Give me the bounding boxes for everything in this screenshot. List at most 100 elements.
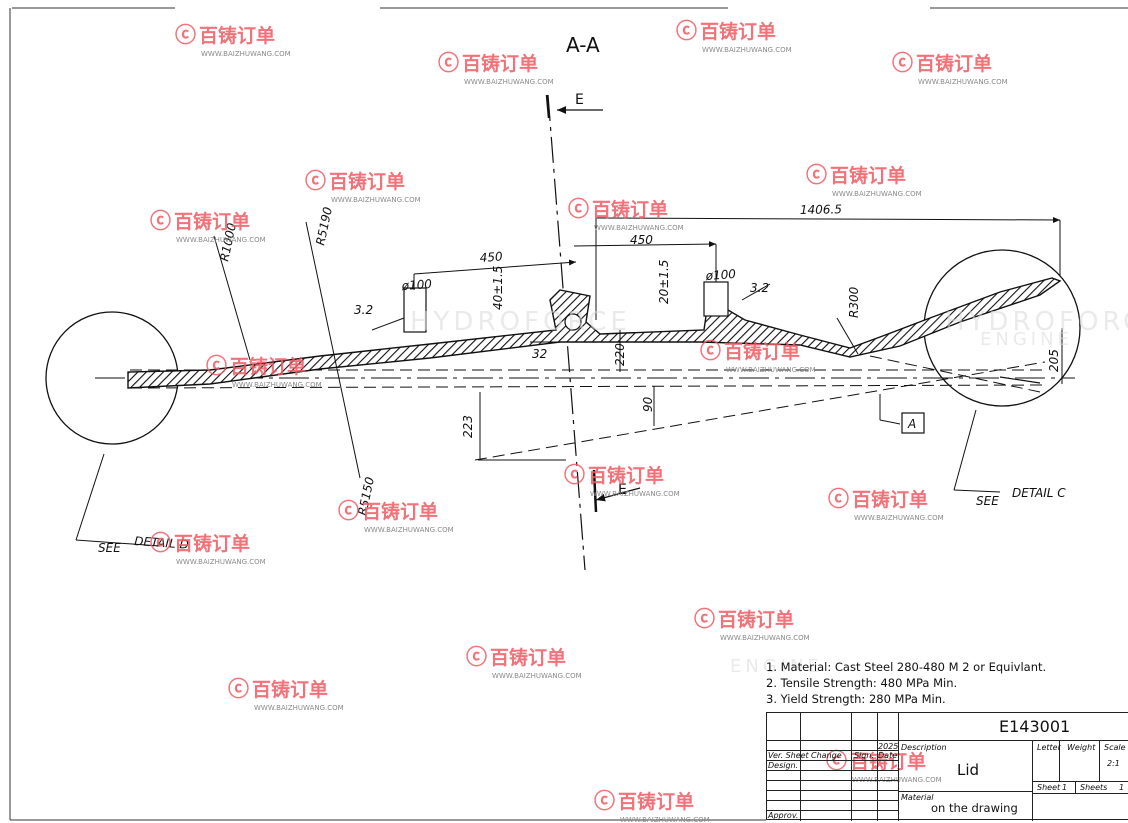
design-label: Design. [768, 761, 799, 770]
watermark-url: WWW.BAIZHUWANG.COM [702, 46, 792, 54]
watermark-url: WWW.BAIZHUWANG.COM [492, 672, 582, 680]
watermark-url: WWW.BAIZHUWANG.COM [726, 366, 816, 374]
watermark-url: WWW.BAIZHUWANG.COM [854, 514, 944, 522]
watermark-brand: 百铸订单 [230, 355, 306, 378]
material-label: Material [901, 793, 934, 802]
detail-d-see: SEE [98, 541, 121, 555]
watermark-logo-icon: ⓒ [828, 487, 849, 511]
sheet-label: Sheet [1037, 783, 1061, 792]
material-notes: 1. Material: Cast Steel 280-480 M 2 or E… [766, 659, 1046, 707]
note-yield: 3. Yield Strength: 280 MPa Min. [766, 692, 946, 706]
dim-width-32: 32 [532, 347, 547, 361]
watermark-logo-icon: ⓒ [206, 354, 227, 378]
watermark-logo-icon: ⓒ [568, 197, 589, 221]
sheets-value: 1 [1119, 783, 1125, 792]
watermark-brand: 百铸订单 [462, 52, 538, 75]
lid-section-hatched [127, 277, 1062, 389]
letter-label: Letter [1037, 743, 1061, 752]
drawing-number: E143001 [999, 717, 1071, 736]
watermark-logo-icon: ⓒ [228, 677, 249, 701]
watermark-brand: 百铸订单 [252, 678, 328, 701]
ver-sheet-label: Ver. Sheet [768, 751, 809, 760]
watermark-brand: 百铸订单 [199, 24, 275, 47]
material-value: on the drawing [931, 801, 1018, 815]
watermark-brand: 百铸订单 [830, 164, 906, 187]
detail-leaders [75, 409, 1001, 547]
watermark-brand: 百铸订单 [362, 500, 438, 523]
dim-hole-right: ø100 [704, 267, 737, 283]
watermark-logo-icon: ⓒ [826, 749, 847, 773]
watermark-logo-icon: ⓒ [305, 169, 326, 193]
section-title: A-A [566, 33, 600, 57]
dim-hole-left: ø100 [400, 277, 433, 293]
year-label: 2025 [878, 742, 899, 751]
watermark-logo-icon: ⓒ [564, 463, 585, 487]
title-block: E143001 Ver. Sheet Change Sign. 2025 Dat… [766, 712, 1128, 821]
watermark-logo-icon: ⓒ [150, 531, 171, 555]
watermark-brand: 百铸订单 [916, 52, 992, 75]
sheets-label: Sheets [1080, 783, 1108, 792]
watermark-url: WWW.BAIZHUWANG.COM [594, 224, 684, 232]
watermark-faint-text: ENGINE [980, 329, 1073, 350]
radius-r5190: R5190 [313, 205, 335, 246]
date-label: Date [878, 751, 898, 760]
watermark-url: WWW.BAIZHUWANG.COM [720, 634, 810, 642]
watermark-url: WWW.BAIZHUWANG.COM [832, 190, 922, 198]
watermark-url: WWW.BAIZHUWANG.COM [176, 236, 266, 244]
watermark-url: WWW.BAIZHUWANG.COM [918, 78, 1008, 86]
watermark-brand: 百铸订单 [852, 488, 928, 511]
watermark-logo-icon: ⓒ [594, 789, 615, 813]
watermark-logo-icon: ⓒ [676, 19, 697, 43]
watermark-brand: 百铸订单 [174, 532, 250, 555]
dim-height-205: 205 [1047, 349, 1061, 372]
boss-left [403, 287, 427, 333]
watermark-brand: 百铸订单 [174, 210, 250, 233]
watermark-url: WWW.BAIZHUWANG.COM [590, 490, 680, 498]
watermark-url: WWW.BAIZHUWANG.COM [364, 526, 454, 534]
watermark-logo-icon: ⓒ [438, 51, 459, 75]
watermark-logo-icon: ⓒ [338, 499, 359, 523]
datum-label: A [907, 417, 916, 431]
note-tensile: 2. Tensile Strength: 480 MPa Min. [766, 676, 958, 690]
watermark-logo-icon: ⓒ [806, 163, 827, 187]
watermark-url: WWW.BAIZHUWANG.COM [331, 196, 421, 204]
drawing-frame [9, 7, 1128, 821]
dim-upper-span: 450 [479, 249, 503, 265]
dim-height-220: 220 [613, 343, 627, 366]
detail-d-label: DETAIL D [134, 534, 189, 552]
radius-leaders [213, 221, 859, 479]
watermark-logo-icon: ⓒ [694, 607, 715, 631]
watermark-brand: 百铸订单 [724, 340, 800, 363]
watermark-faint-text: HYDROFORCE [945, 307, 1128, 337]
dim-tol-right: 20±1.5 [657, 260, 671, 304]
pin-hole [564, 313, 582, 331]
section-mark-bottom: E [618, 482, 627, 498]
part-name: Lid [957, 761, 980, 779]
watermark-brand: 百铸订单 [592, 198, 668, 221]
watermark-brand: 百铸订单 [850, 750, 926, 773]
scale-value: 2:1 [1107, 759, 1120, 768]
watermark-faint-text: ENGINE [730, 656, 823, 677]
detail-c-see: SEE [976, 494, 999, 508]
dim-tol-left: 40±1.5 [491, 266, 505, 310]
watermark-url: WWW.BAIZHUWANG.COM [176, 558, 266, 566]
watermark-url: WWW.BAIZHUWANG.COM [254, 704, 344, 712]
